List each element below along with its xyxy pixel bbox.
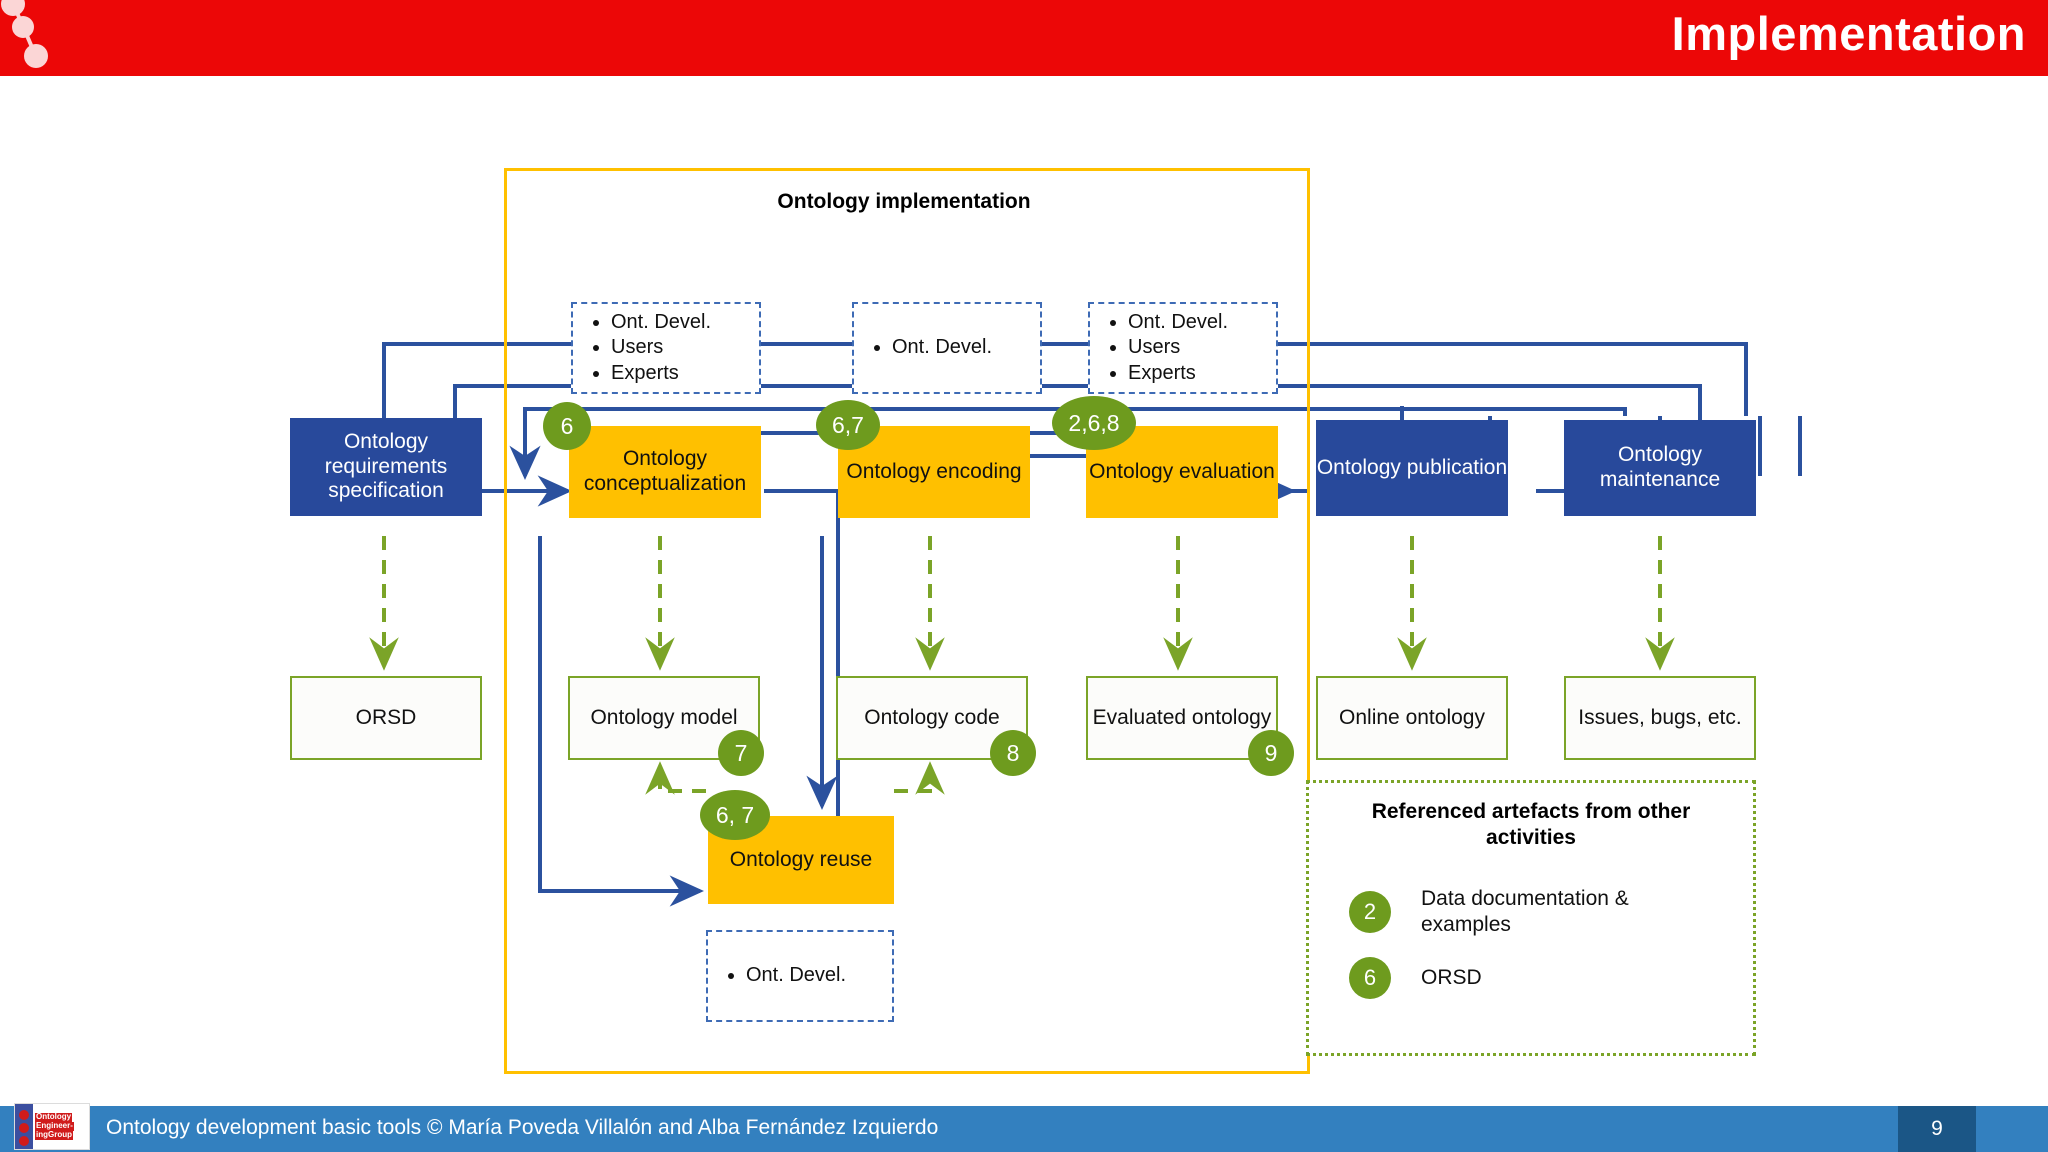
output-label: Issues, bugs, etc. bbox=[1578, 706, 1742, 730]
process-label: Ontology requirements specification bbox=[324, 429, 448, 503]
ontology-implementation-title: Ontology implementation bbox=[777, 190, 1031, 213]
badge-reuse: 6, 7 bbox=[700, 790, 770, 840]
legend-badge-2: 2 bbox=[1349, 891, 1391, 934]
process-box-conceptualization[interactable]: Ontology conceptualization bbox=[569, 426, 761, 518]
output-box-online-ontology[interactable]: Online ontology bbox=[1316, 676, 1508, 760]
stakeholder-item: Experts bbox=[611, 361, 759, 387]
legend-row: 2 Data documentation & examples bbox=[1349, 886, 1753, 940]
process-label: Ontology encoding bbox=[846, 459, 1022, 483]
stakeholders-reuse: Ont. Devel. bbox=[706, 930, 894, 1022]
stakeholder-item: Users bbox=[1128, 335, 1276, 361]
logo-wordmark: Ontology Engineer- ingGroup bbox=[33, 1104, 89, 1149]
output-label: Evaluated ontology bbox=[1092, 706, 1272, 730]
badge-ontology-code: 8 bbox=[990, 730, 1036, 776]
page-number: 9 bbox=[1898, 1106, 1976, 1152]
process-box-requirements[interactable]: Ontology requirements specification bbox=[290, 418, 482, 516]
legend-badge-6: 6 bbox=[1349, 957, 1391, 1000]
logo-line-1: Ontology bbox=[35, 1112, 73, 1123]
output-box-evaluated-ontology[interactable]: Evaluated ontology bbox=[1086, 676, 1278, 760]
legend-label-2: Data documentation & examples bbox=[1421, 886, 1629, 937]
output-box-orsd[interactable]: ORSD bbox=[290, 676, 482, 760]
node-chain-icon bbox=[1, 0, 48, 68]
output-label: Ontology model bbox=[590, 706, 738, 730]
legend-row: 6 ORSD bbox=[1349, 957, 1753, 1000]
ontology-implementation-frame bbox=[504, 168, 1310, 1074]
logo-line-3: ingGroup bbox=[35, 1129, 73, 1140]
badge-ontology-model: 7 bbox=[718, 730, 764, 776]
footer-credit: Ontology development basic tools © María… bbox=[106, 1116, 939, 1139]
badge-encoding: 6,7 bbox=[816, 400, 880, 450]
stakeholder-item: Ont. Devel. bbox=[1128, 310, 1276, 336]
stakeholder-item: Users bbox=[611, 335, 759, 361]
stakeholders-conceptualization: Ont. Devel. Users Experts bbox=[571, 302, 761, 394]
badge-conceptualization: 6 bbox=[543, 402, 591, 450]
process-label: Ontology maintenance bbox=[1599, 443, 1721, 491]
logo-node-icon bbox=[19, 1123, 29, 1133]
slide-footer: Ontology development basic tools © María… bbox=[0, 1106, 2048, 1152]
process-box-evaluation[interactable]: Ontology evaluation bbox=[1086, 426, 1278, 518]
badge-evaluated-ontology: 9 bbox=[1248, 730, 1294, 776]
process-label: Ontology evaluation bbox=[1089, 459, 1275, 483]
logo-node-icon bbox=[19, 1110, 29, 1120]
process-label: Ontology publication bbox=[1316, 455, 1508, 479]
page-title: Implementation bbox=[1671, 7, 2026, 60]
legend-title: Referenced artefacts from other activiti… bbox=[1371, 800, 1691, 850]
output-label: ORSD bbox=[355, 706, 417, 730]
output-box-issues-bugs[interactable]: Issues, bugs, etc. bbox=[1564, 676, 1756, 760]
output-label: Online ontology bbox=[1339, 706, 1485, 730]
process-label: Ontology conceptualization bbox=[583, 447, 747, 495]
stakeholder-item: Ont. Devel. bbox=[746, 963, 892, 989]
slide-header: Implementation bbox=[0, 0, 2048, 76]
badge-evaluation: 2,6,8 bbox=[1052, 396, 1136, 450]
process-box-publication[interactable]: Ontology publication bbox=[1316, 420, 1508, 516]
process-box-maintenance[interactable]: Ontology maintenance bbox=[1564, 420, 1756, 516]
oeg-logo: Ontology Engineer- ingGroup bbox=[14, 1103, 90, 1150]
stakeholder-item: Ont. Devel. bbox=[892, 335, 1040, 361]
logo-line-2: Engineer- bbox=[35, 1121, 74, 1131]
stakeholder-item: Ont. Devel. bbox=[611, 310, 759, 336]
stakeholders-encoding: Ont. Devel. bbox=[852, 302, 1042, 394]
stakeholders-evaluation: Ont. Devel. Users Experts bbox=[1088, 302, 1278, 394]
diagram-canvas: Ontology implementation Ont. Devel. User… bbox=[0, 76, 2048, 1086]
logo-bar-icon bbox=[15, 1104, 33, 1149]
legend-panel: Referenced artefacts from other activiti… bbox=[1306, 780, 1756, 1056]
process-label: Ontology reuse bbox=[729, 847, 873, 871]
stakeholder-item: Experts bbox=[1128, 361, 1276, 387]
legend-label-6: ORSD bbox=[1421, 965, 1482, 989]
logo-node-icon bbox=[19, 1136, 29, 1146]
output-label: Ontology code bbox=[864, 706, 1000, 730]
